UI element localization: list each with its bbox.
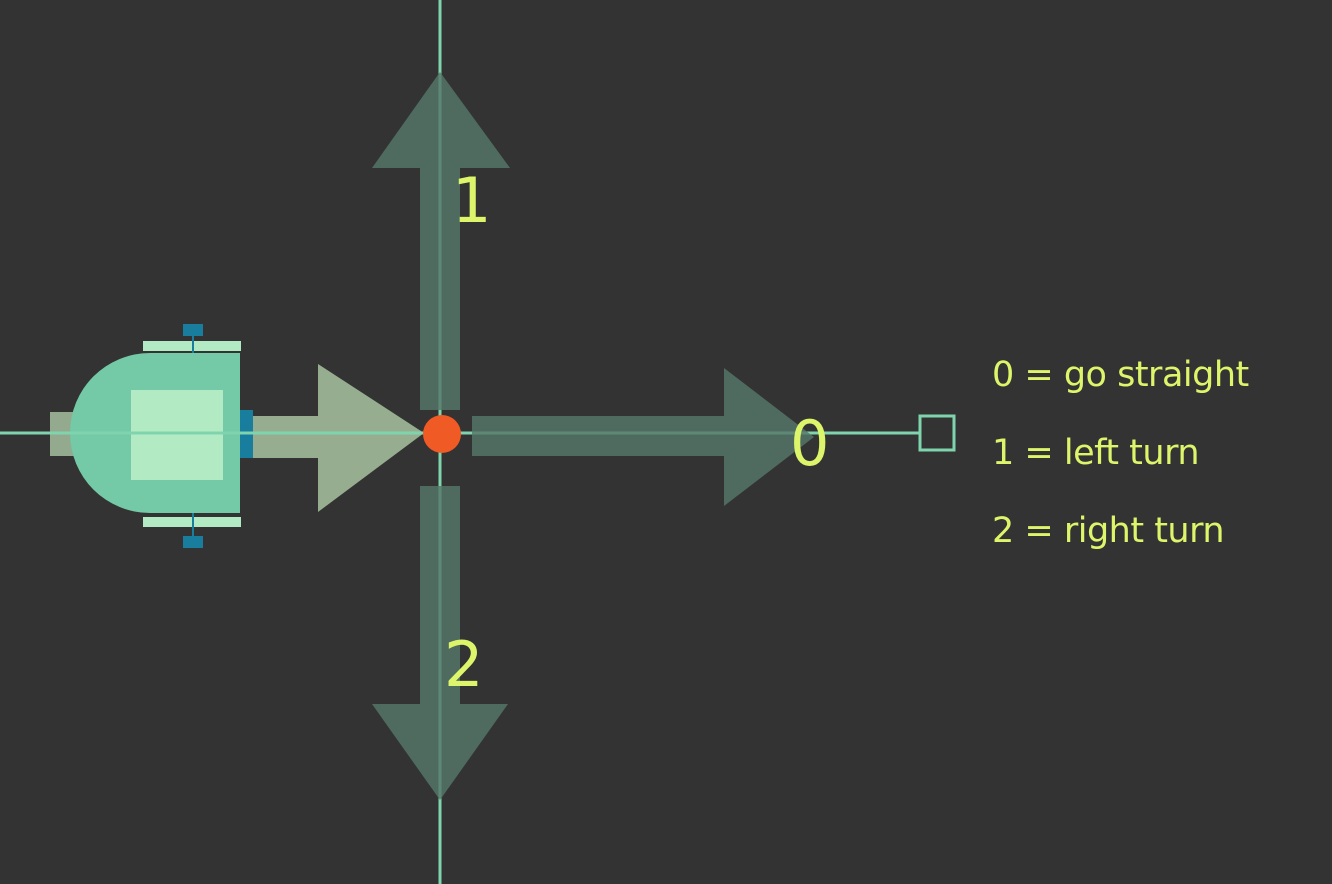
direction-legend: 0 = go straight 1 = left turn 2 = right …: [992, 336, 1249, 570]
right-turn-arrow: [372, 486, 508, 800]
go-straight-arrow: [472, 368, 814, 506]
robot-top-panel: [131, 390, 223, 480]
line-follower-robot-icon: [0, 324, 440, 548]
right-turn-label: 2: [444, 628, 483, 701]
legend-item-straight: 0 = go straight: [992, 355, 1249, 395]
robot-sensor-bottom: [183, 536, 203, 548]
target-square-icon: [918, 414, 956, 452]
junction-point-icon: [423, 415, 461, 453]
left-turn-arrow: [372, 72, 510, 410]
robot-heading-arrow: [240, 364, 424, 512]
legend-item-left: 1 = left turn: [992, 433, 1200, 473]
left-turn-label: 1: [452, 164, 491, 237]
legend-item-right: 2 = right turn: [992, 511, 1225, 551]
go-straight-label: 0: [790, 407, 829, 480]
robot-sensor-top: [183, 324, 203, 336]
